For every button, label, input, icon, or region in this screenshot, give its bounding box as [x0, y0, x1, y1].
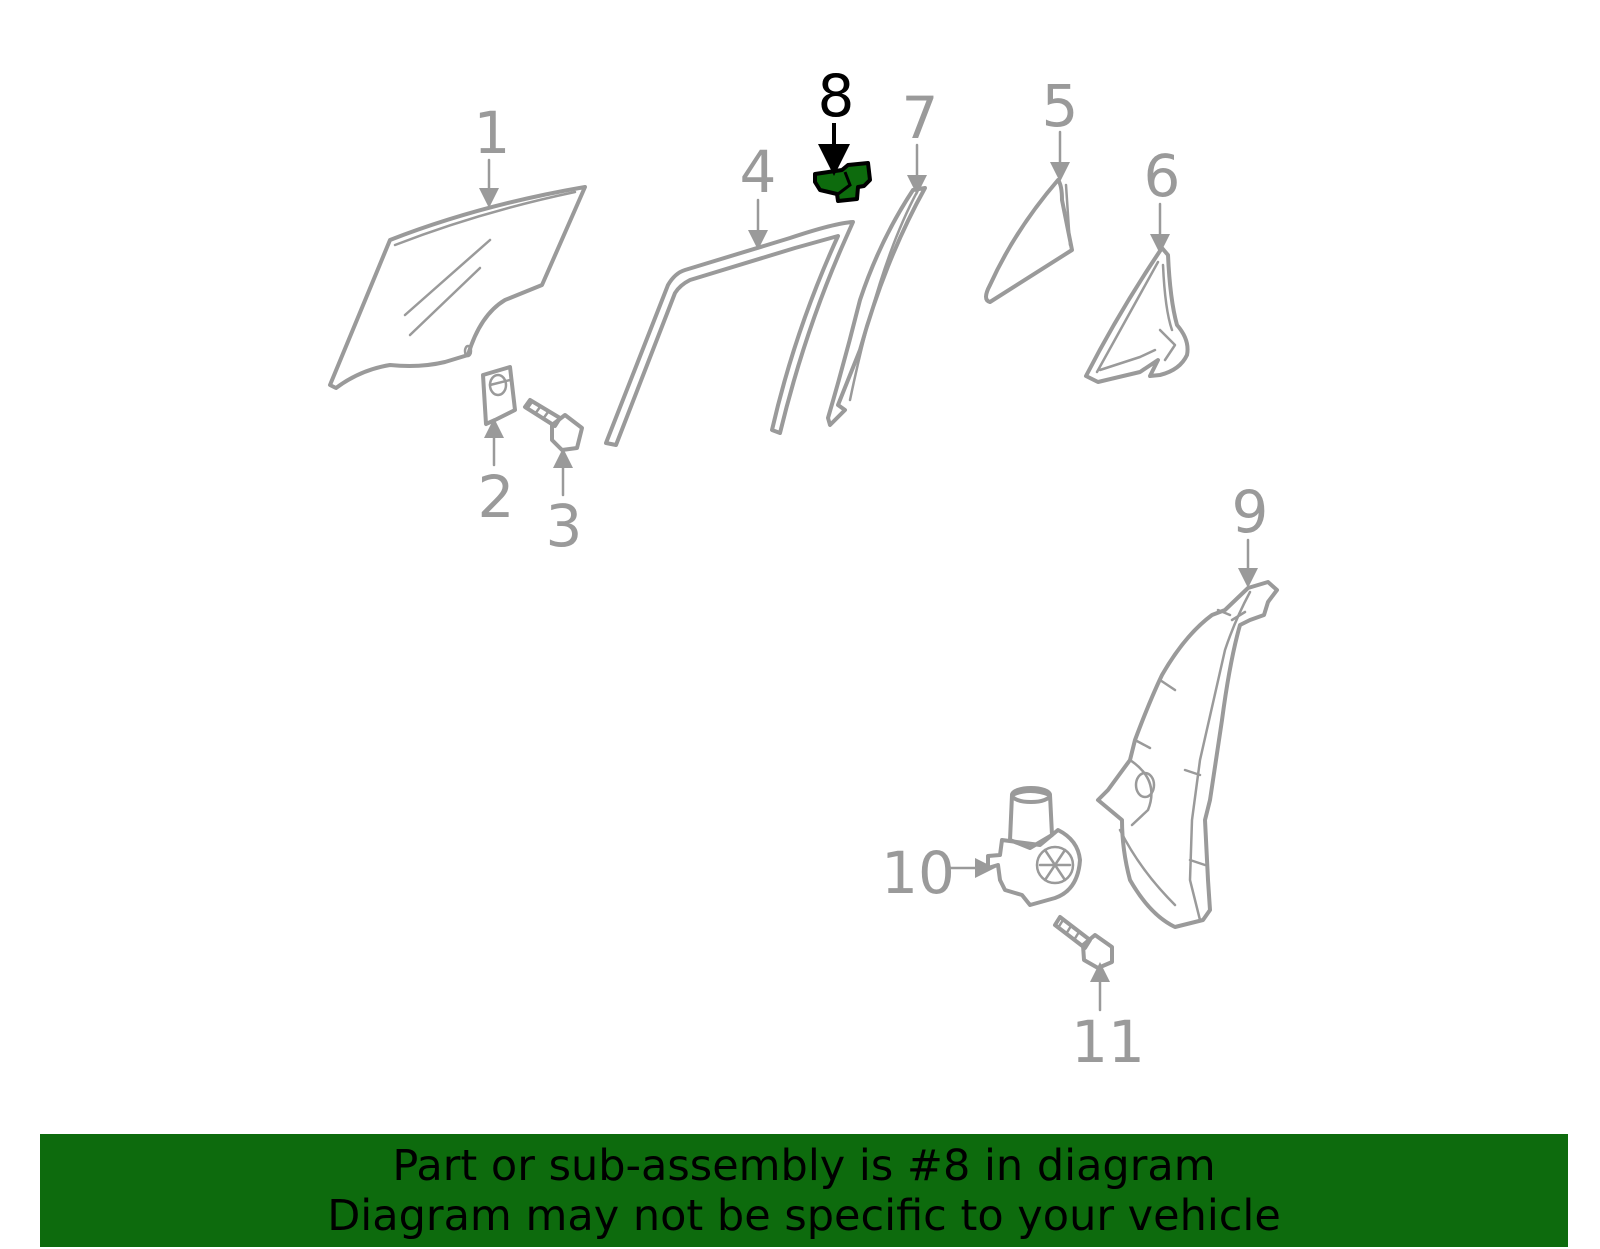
part-4-run-channel[interactable]	[604, 220, 855, 447]
part-6-quarter-frame[interactable]	[1084, 246, 1190, 384]
callout-11: 11	[1071, 1008, 1145, 1076]
callout-5: 5	[1042, 72, 1079, 140]
callout-7: 7	[902, 84, 939, 152]
part-7-center-sash[interactable]	[826, 186, 927, 427]
callout-1: 1	[474, 99, 511, 167]
part-3-bolt[interactable]	[523, 398, 584, 452]
callout-8: 8	[818, 62, 855, 130]
part-9-window-regulator[interactable]	[1096, 580, 1279, 929]
callout-9: 9	[1232, 478, 1269, 546]
part-11-bolt[interactable]	[1053, 915, 1114, 970]
callout-2: 2	[478, 463, 515, 531]
part-5-quarter-glass[interactable]	[984, 178, 1074, 304]
part-10-regulator-motor[interactable]	[986, 786, 1082, 907]
callout-labels: 1 2 3 4 5 6 7 8 9 10 11	[474, 62, 1269, 1076]
banner-line-1: Part or sub-assembly is #8 in diagram	[392, 1140, 1216, 1191]
part-2-glass-bracket[interactable]	[481, 365, 517, 426]
callout-10: 10	[881, 839, 955, 907]
callout-4: 4	[740, 138, 777, 206]
info-banner: Part or sub-assembly is #8 in diagram Di…	[40, 1134, 1568, 1247]
part-1-door-glass[interactable]	[328, 185, 587, 390]
part-8-clip[interactable]	[813, 161, 872, 203]
callout-6: 6	[1144, 142, 1181, 210]
callout-3: 3	[546, 492, 583, 560]
leader-arrows	[479, 123, 1258, 1012]
banner-line-2: Diagram may not be specific to your vehi…	[327, 1190, 1281, 1241]
